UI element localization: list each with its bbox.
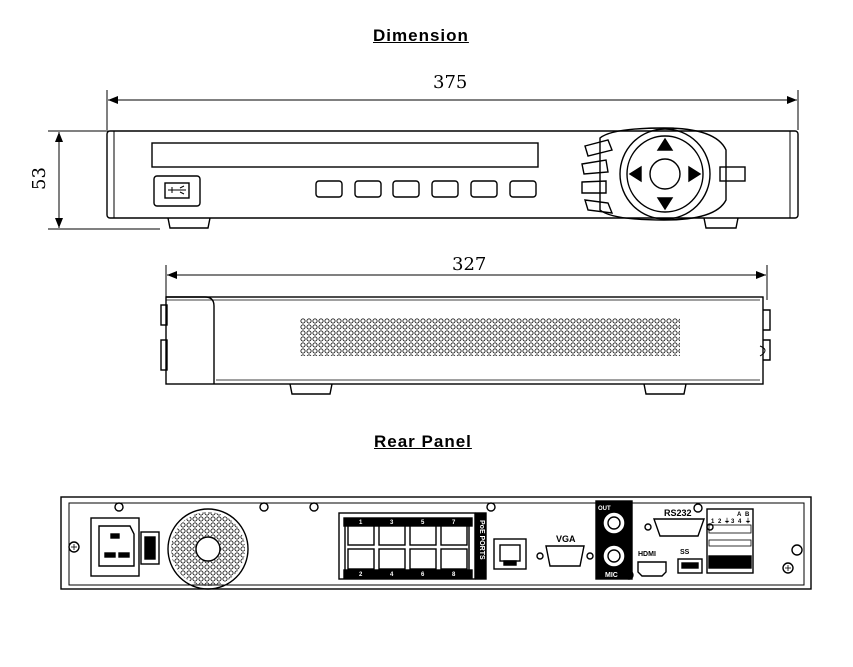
rear-panel (60, 496, 812, 590)
rear-panel-title: Rear Panel (374, 432, 472, 451)
alarm-pin-1: 1 (711, 519, 715, 525)
alarm-label-a: A (737, 512, 742, 518)
hdmi-label: HDMI (638, 551, 656, 558)
alarm-label-b: B (745, 512, 750, 518)
port-label-8: 8 (452, 572, 456, 578)
alarm-pin-gnd1: ⏚ (724, 518, 730, 525)
front-width-label: 375 (433, 72, 468, 93)
usb-label: SS (680, 549, 690, 556)
vga-label: VGA (556, 534, 576, 544)
alarm-pin-4: 4 (738, 519, 742, 525)
alarm-pin-3: 3 (731, 519, 735, 525)
port-label-7: 7 (452, 520, 456, 526)
front-view (48, 90, 799, 230)
side-view (160, 265, 771, 395)
port-label-3: 3 (390, 520, 394, 526)
port-label-5: 5 (421, 520, 425, 526)
rs232-label: RS232 (664, 508, 692, 518)
dimension-title: Dimension (373, 26, 469, 45)
port-label-2: 2 (359, 572, 363, 578)
mic-label: MIC (605, 572, 618, 579)
port-label-6: 6 (421, 572, 425, 578)
port-label-1: 1 (359, 520, 363, 526)
alarm-pin-gnd2: ⏚ (745, 518, 751, 525)
side-depth-label: 327 (452, 254, 487, 275)
alarm-pin-2: 2 (718, 519, 722, 525)
port-label-4: 4 (390, 572, 394, 578)
poe-label: PoE PORTS (478, 520, 485, 560)
audio-out-label: OUT (598, 506, 611, 512)
